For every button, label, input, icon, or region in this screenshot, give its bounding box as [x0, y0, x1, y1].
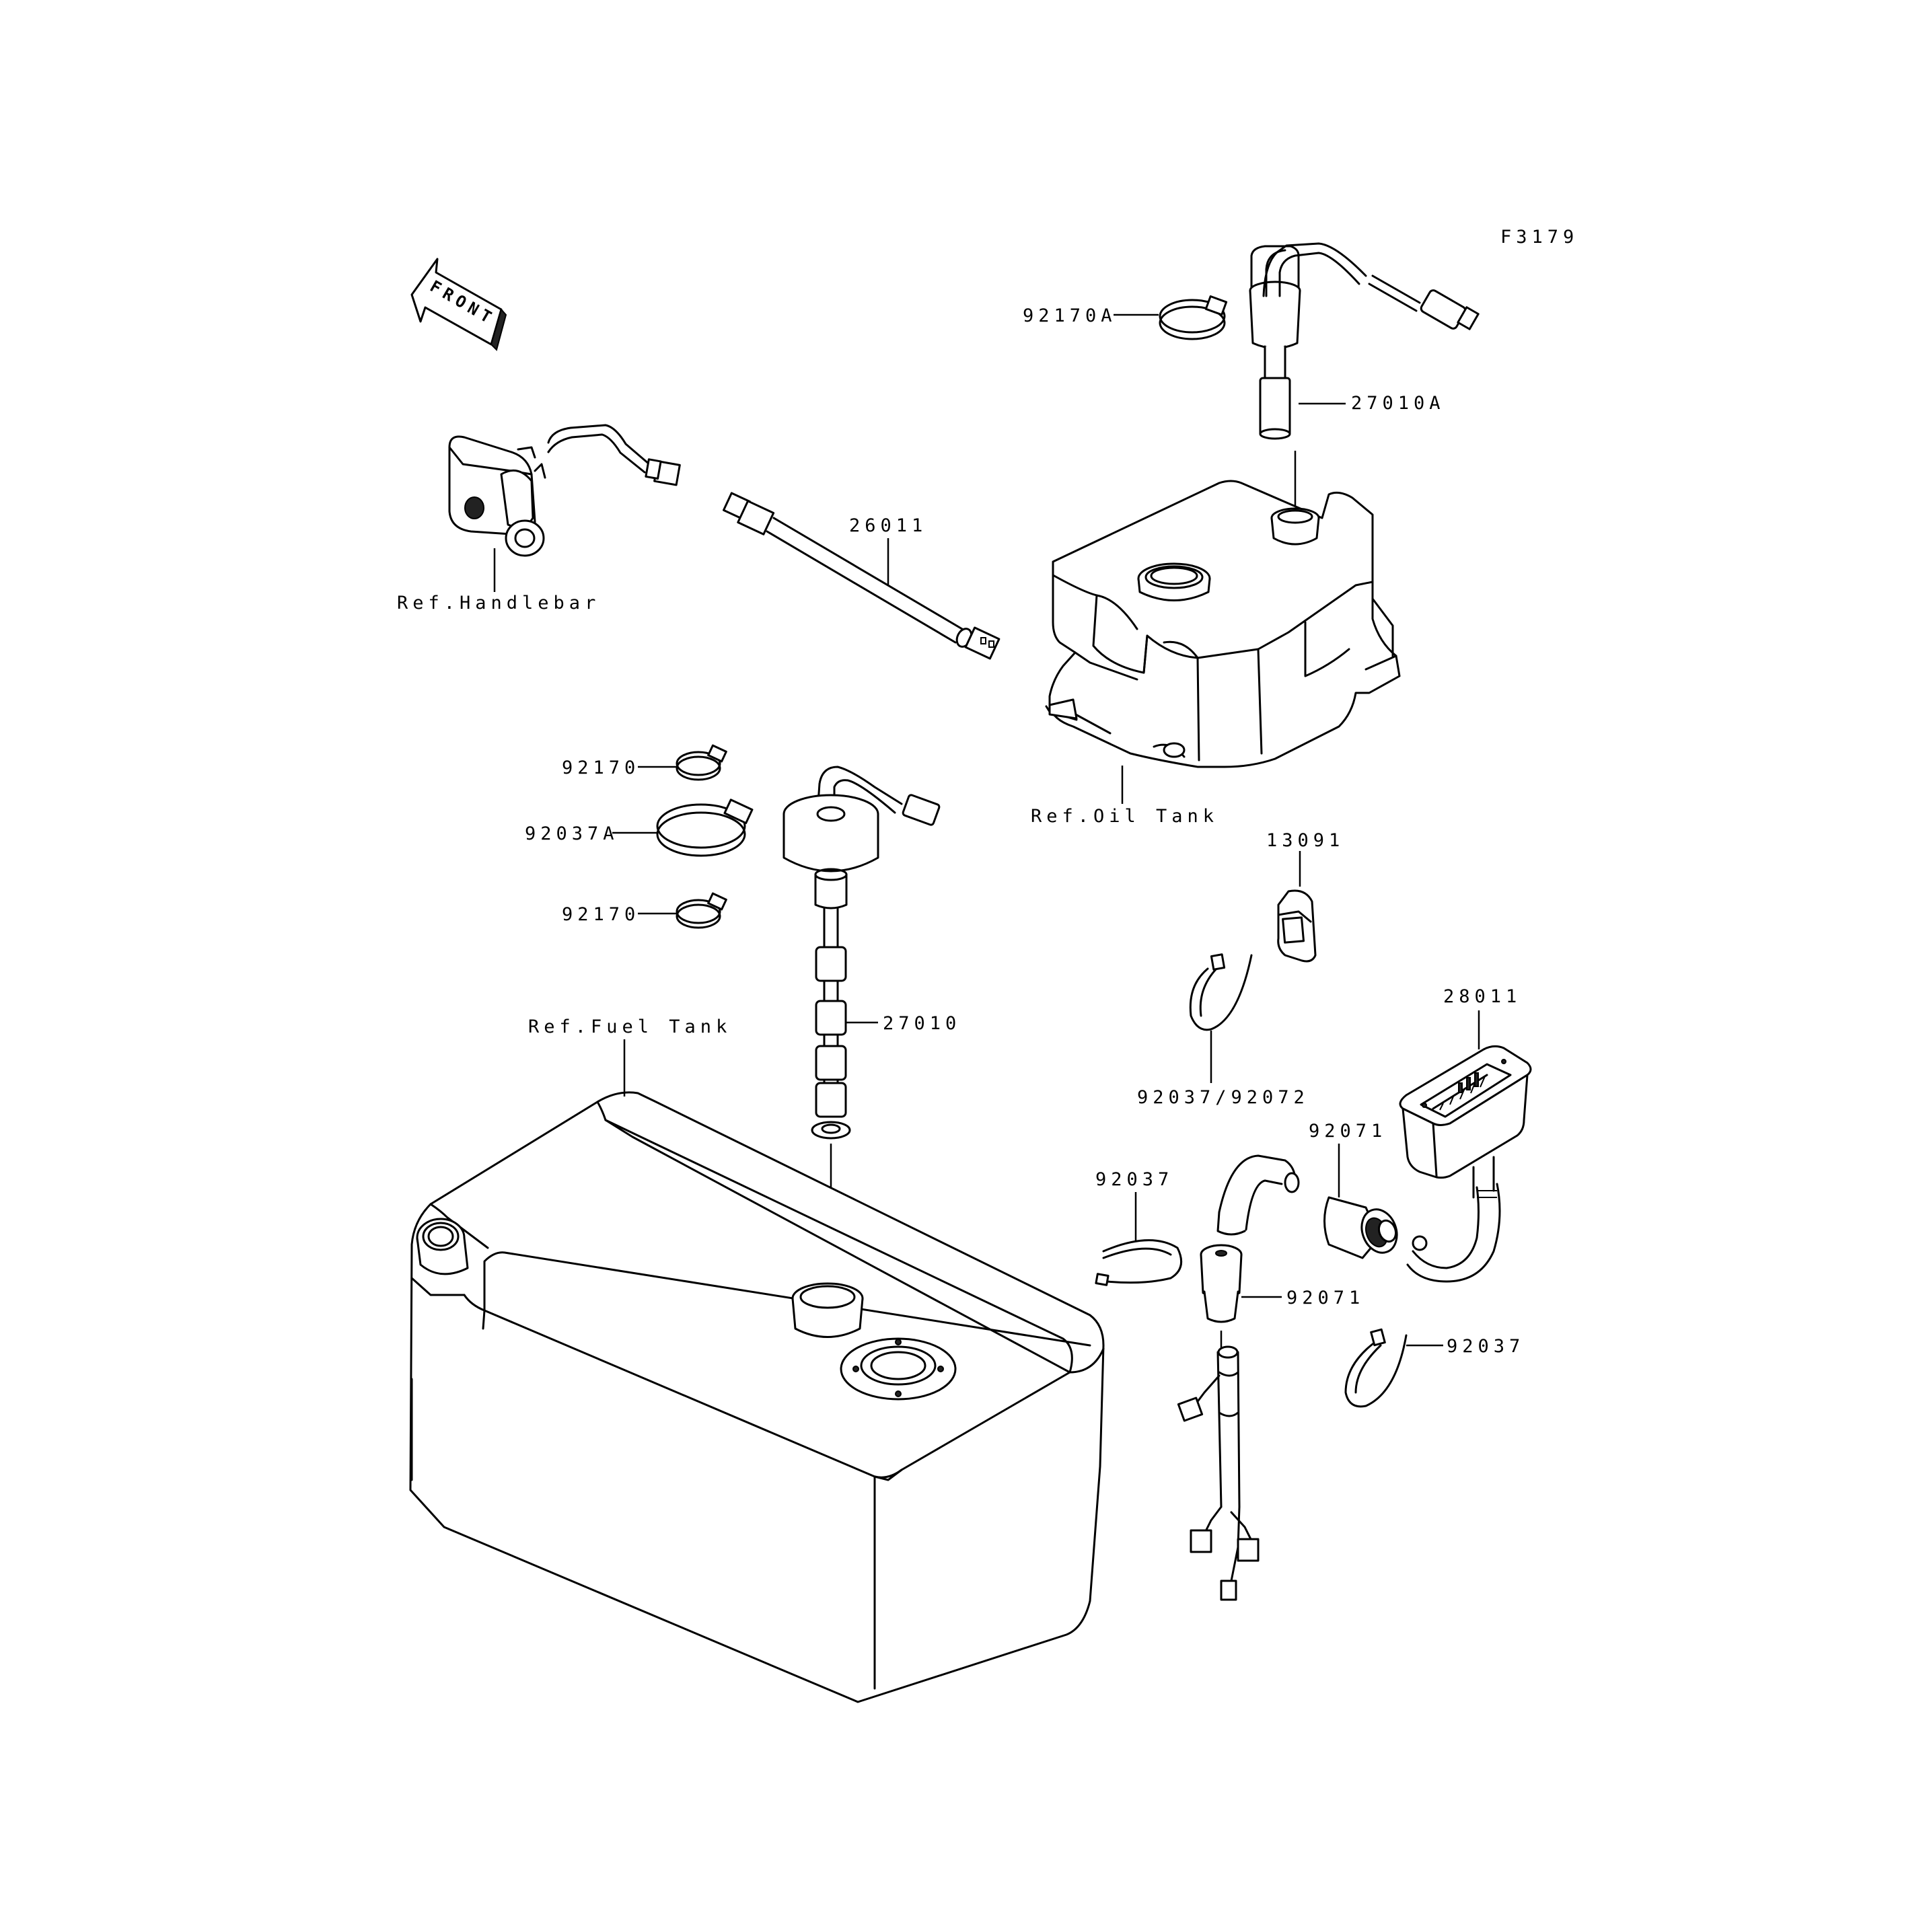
front-arrow-icon: FRONT [410, 258, 507, 351]
label-92170-top: 92170 [562, 757, 640, 778]
label-92037-left: 92037 [1095, 1169, 1173, 1190]
label-92071-bottom: 92071 [1286, 1288, 1364, 1308]
band-92037-right [1344, 1328, 1443, 1408]
label-92037-92072: 92037/92072 [1137, 1087, 1309, 1108]
fuel-sender-27010 [782, 766, 941, 1275]
label-92170A: 92170A [1023, 305, 1117, 326]
label-92037A: 92037A [525, 823, 619, 844]
label-ref-handlebar: Ref.Handlebar [397, 593, 600, 614]
clamp-92170A [1114, 295, 1228, 340]
figure-code: F3179 [1500, 227, 1578, 248]
clamp-92170-bottom [638, 892, 727, 929]
hose-92071 [1216, 1144, 1428, 1259]
oil-tank [1045, 480, 1401, 804]
gauge-28011 [1399, 1010, 1532, 1283]
label-92037-right: 92037 [1447, 1336, 1525, 1357]
sensor-wire [1177, 1345, 1260, 1601]
label-27010A: 27010A [1351, 393, 1445, 414]
label-26011: 26011 [849, 515, 927, 536]
clamp-92170-top [638, 744, 727, 781]
oil-sensor-27010A [1249, 242, 1480, 508]
label-27010: 27010 [883, 1013, 961, 1034]
clamp-92037A [612, 798, 754, 857]
handlebar-wire [547, 424, 681, 486]
band-92037-left [1095, 1192, 1183, 1286]
handlebar-switch [448, 435, 546, 592]
grommet-92071 [1200, 1244, 1282, 1352]
clip-13091 [1277, 851, 1317, 963]
label-92071-top: 92071 [1309, 1121, 1387, 1142]
label-92170-bottom: 92170 [562, 904, 640, 925]
label-28011: 28011 [1443, 986, 1521, 1007]
band-92037-92072 [1189, 953, 1253, 1083]
wire-harness-26011 [722, 492, 1000, 660]
label-13091: 13091 [1266, 830, 1344, 851]
label-ref-oil-tank: Ref.Oil Tank [1031, 806, 1218, 827]
label-ref-fuel-tank: Ref.Fuel Tank [528, 1016, 731, 1037]
fuel-tank [409, 1039, 1105, 1703]
